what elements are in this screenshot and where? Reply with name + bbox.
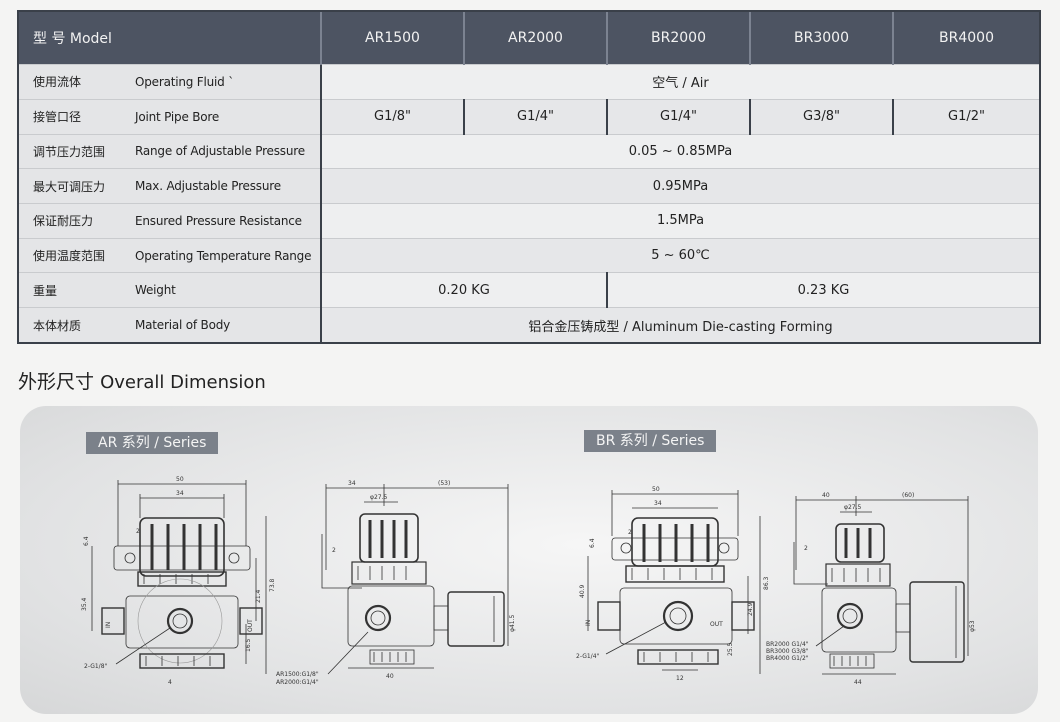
- section-title-en: Overall Dimension: [100, 372, 266, 393]
- row-label-zh: 保证耐压力: [19, 203, 131, 239]
- row-label-zh: 使用流体: [19, 64, 131, 100]
- br-dim-12: 12: [676, 675, 684, 682]
- br-side-dim-53: φ53: [969, 620, 976, 632]
- br-side-drawing: 40 (60) φ27.5 2 φ53 44 BR2000 G1/4" BR30…: [766, 492, 976, 686]
- row-value: G3/8": [749, 98, 893, 135]
- row-value: G1/2": [892, 98, 1039, 135]
- model-br2000: BR2000: [607, 12, 751, 65]
- br-side-dim-27-5: φ27.5: [844, 504, 862, 511]
- br-side-dim-40: 40: [822, 492, 830, 499]
- br-dim-6-4: 6.4: [589, 538, 596, 548]
- row-label-en: Operating Fluid `: [131, 64, 322, 100]
- br-series-tag: BR 系列 / Series: [584, 430, 717, 452]
- table-row: 接管口径 Joint Pipe Bore G1/8" G1/4" G1/4" G…: [19, 98, 1039, 135]
- row-label-zh: 重量: [19, 272, 131, 308]
- ar-front-drawing: 50 34 2 6.4 35.4 21.4: [81, 476, 276, 686]
- ar-dim-4: 4: [168, 679, 172, 686]
- br-note-1: BR2000 G1/4": [766, 641, 809, 648]
- br-side-dim-60: (60): [902, 492, 914, 499]
- ar-out-label: OUT: [247, 619, 254, 632]
- br-note-2: BR3000 G3/8": [766, 648, 809, 655]
- ar-side-dim-40: 40: [386, 673, 394, 680]
- row-label-en: Weight: [131, 272, 322, 308]
- row-label-zh: 接管口径: [19, 98, 131, 135]
- ar-side-dim-27-5: φ27.5: [370, 494, 388, 501]
- row-label-zh: 调节压力范围: [19, 133, 131, 169]
- row-value: G1/4": [606, 98, 750, 135]
- model-ar2000: AR2000: [464, 12, 608, 65]
- ar-side-drawing: 34 (53) φ27.5 2 φ41.5 40 AR1500:G1/8" AR…: [276, 480, 516, 686]
- row-value: G1/8": [321, 98, 464, 135]
- row-label-en: Operating Temperature Range: [131, 237, 322, 273]
- br-note-3: BR4000 G1/2": [766, 655, 809, 662]
- row-value: G1/4": [463, 98, 607, 135]
- row-label-en: Max. Adjustable Pressure: [131, 168, 322, 204]
- table-row: 使用温度范围 Operating Temperature Range 5 ~ 6…: [19, 237, 1039, 273]
- dimension-drawings: 50 34 2 6.4 35.4 21.4: [81, 476, 976, 686]
- ar-port-label: 2-G1/8": [84, 663, 108, 670]
- row-label-en: Joint Pipe Bore: [131, 98, 322, 135]
- row-label-zh: 本体材质: [19, 307, 131, 342]
- row-value: 0.20 KG: [321, 272, 607, 308]
- ar-note-1: AR1500:G1/8": [276, 671, 319, 678]
- br-side-dim-2: 2: [804, 545, 808, 552]
- ar-side-dim-53: (53): [438, 480, 450, 487]
- section-title: 外形尺寸 Overall Dimension: [18, 367, 266, 394]
- row-label-zh: 使用温度范围: [19, 237, 131, 273]
- model-br4000: BR4000: [893, 12, 1039, 65]
- br-dim-25-5: 25.5: [727, 642, 734, 656]
- br-in-label: IN: [585, 620, 592, 626]
- ar-dim-35-4: 35.4: [81, 597, 88, 611]
- br-dim-2: 2: [628, 529, 632, 536]
- br-dim-86-3: 86.3: [763, 576, 770, 590]
- dimension-panel: AR 系列 / Series BR 系列 / Series 50 34: [20, 406, 1038, 714]
- ar-side-dim-2: 2: [332, 547, 336, 554]
- br-dim-40-9: 40.9: [579, 584, 586, 598]
- ar-series-tag: AR 系列 / Series: [86, 432, 219, 454]
- row-value: 1.5MPa: [321, 203, 1039, 239]
- table-row: 最大可调压力 Max. Adjustable Pressure 0.95MPa: [19, 168, 1039, 204]
- table-row: 本体材质 Material of Body 铝合金压铸成型 / Aluminum…: [19, 307, 1039, 342]
- row-value: 0.05 ~ 0.85MPa: [321, 133, 1039, 169]
- row-label-mark: `: [228, 74, 235, 89]
- br-port-label: 2-G1/4": [576, 653, 600, 660]
- model-br3000: BR3000: [750, 12, 894, 65]
- row-label-en: Range of Adjustable Pressure: [131, 133, 322, 169]
- ar-dim-34: 34: [176, 490, 184, 497]
- br-dim-34: 34: [654, 500, 662, 507]
- model-ar1500: AR1500: [321, 12, 465, 65]
- row-label-en: Ensured Pressure Resistance: [131, 203, 322, 239]
- ar-side-dim-34: 34: [348, 480, 356, 487]
- br-dim-50: 50: [652, 486, 660, 493]
- row-value: 0.95MPa: [321, 168, 1039, 204]
- ar-in-label: IN: [105, 622, 112, 628]
- section-title-zh: 外形尺寸: [18, 371, 95, 393]
- ar-note-2: AR2000:G1/4": [276, 679, 319, 686]
- table-row: 重量 Weight 0.20 KG 0.23 KG: [19, 272, 1039, 308]
- table-row: 保证耐压力 Ensured Pressure Resistance 1.5MPa: [19, 203, 1039, 239]
- ar-side-dim-41-5: φ41.5: [509, 615, 516, 633]
- ar-dim-21-4: 21.4: [255, 589, 262, 603]
- table-header-row: 型 号 Model AR1500 AR2000 BR2000 BR3000 BR…: [19, 12, 1039, 65]
- row-value: 铝合金压铸成型 / Aluminum Die-casting Forming: [321, 307, 1039, 342]
- ar-dim-6-4: 6.4: [83, 536, 90, 546]
- br-front-drawing: 50 34 2 6.4 40.9 24.9 86.3 25.5 IN: [576, 486, 770, 682]
- model-header-label: 型 号 Model: [19, 12, 322, 65]
- row-label-en: Material of Body: [131, 307, 322, 342]
- spec-table: 型 号 Model AR1500 AR2000 BR2000 BR3000 BR…: [17, 10, 1041, 344]
- table-row: 使用流体 Operating Fluid ` 空气 / Air: [19, 64, 1039, 100]
- ar-dim-50: 50: [176, 476, 184, 483]
- row-value: 0.23 KG: [606, 272, 1039, 308]
- row-value: 空气 / Air: [321, 64, 1039, 100]
- row-label-zh: 最大可调压力: [19, 168, 131, 204]
- ar-dim-16-5: 16.5: [245, 638, 252, 652]
- table-row: 调节压力范围 Range of Adjustable Pressure 0.05…: [19, 133, 1039, 169]
- br-dim-24-9: 24.9: [747, 602, 754, 616]
- br-side-dim-44: 44: [854, 679, 862, 686]
- ar-dim-73-8: 73.8: [269, 578, 276, 592]
- br-out-label: OUT: [710, 621, 723, 628]
- row-value: 5 ~ 60℃: [321, 237, 1039, 273]
- ar-dim-2: 2: [136, 528, 140, 535]
